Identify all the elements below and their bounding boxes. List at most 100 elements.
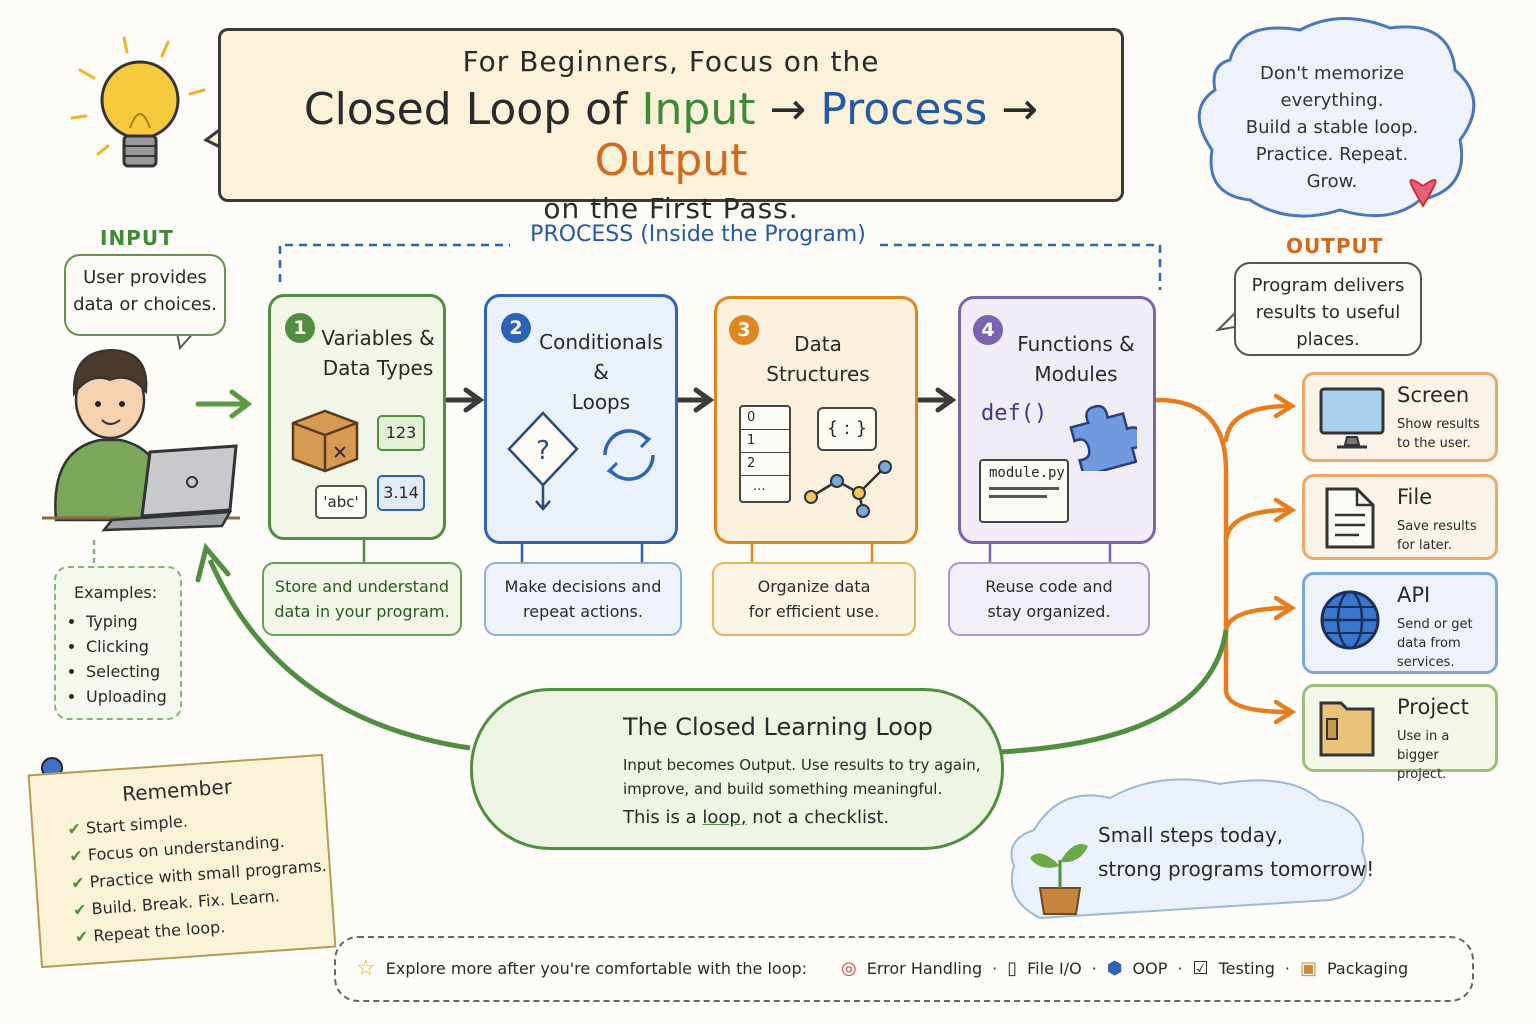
float-chip: 3.14 bbox=[377, 475, 425, 511]
cube-icon: ⬢ bbox=[1106, 958, 1123, 979]
small-steps-line: strong programs tomorrow! bbox=[1098, 857, 1375, 881]
check-circle-icon: ✔ bbox=[70, 872, 91, 893]
desc-line: stay organized. bbox=[987, 602, 1111, 621]
output-card-title: API bbox=[1397, 583, 1431, 607]
output-card-title: Screen bbox=[1397, 383, 1470, 407]
loop-line: improve, and build something meaningful. bbox=[623, 780, 943, 798]
step-1-description: Store and understand data in your progra… bbox=[262, 562, 462, 636]
loop-emphasis-c: not a checklist. bbox=[752, 807, 890, 828]
footer-topic-packaging[interactable]: Packaging bbox=[1326, 959, 1409, 978]
output-desc-line: Use in a bigger bbox=[1397, 729, 1450, 763]
loop-emphasis: This is a loop, not a checklist. bbox=[623, 807, 889, 828]
desc-line: Reuse code and bbox=[985, 577, 1113, 596]
advice-line: Practice. Repeat. bbox=[1255, 144, 1409, 165]
title-prefix: Closed Loop of bbox=[303, 84, 628, 135]
arrow-input-to-step1 bbox=[195, 389, 253, 419]
desc-line: repeat actions. bbox=[523, 602, 643, 621]
footer-lead: Explore more after you're comfortable wi… bbox=[385, 959, 808, 978]
module-file-icon: module.py bbox=[979, 459, 1069, 523]
footer-separator: · bbox=[992, 959, 998, 978]
array-index: 0 bbox=[741, 407, 789, 430]
remember-item-text: Repeat the loop. bbox=[92, 917, 226, 946]
output-card-title: File bbox=[1397, 485, 1433, 509]
output-desc-line: Show results bbox=[1397, 417, 1480, 432]
advice-line: everything. bbox=[1280, 90, 1384, 111]
remember-note: Remember ✔ Start simple. ✔ Focus on unde… bbox=[27, 753, 337, 969]
check-circle-icon: ✔ bbox=[72, 899, 93, 920]
decision-question-mark: ? bbox=[536, 436, 550, 466]
loop-line: Input becomes Output. Use results to try… bbox=[623, 756, 981, 774]
loop-title: The Closed Learning Loop bbox=[623, 713, 933, 741]
small-steps-line: Small steps today, bbox=[1098, 823, 1284, 847]
title-line-3: on the First Pass. bbox=[543, 192, 799, 225]
process-bracket bbox=[278, 243, 1162, 290]
puzzle-piece-icon bbox=[1069, 404, 1137, 471]
title-word-input: Input bbox=[641, 84, 756, 135]
example-item: Uploading bbox=[86, 684, 180, 709]
heart-icon bbox=[1409, 179, 1437, 208]
step-title-line: Structures bbox=[766, 362, 870, 386]
array-list-icon: 0 1 2 ... bbox=[739, 405, 791, 503]
output-label: OUTPUT bbox=[1286, 234, 1384, 258]
examples-box: Examples: Typing Clicking Selecting Uplo… bbox=[54, 566, 182, 720]
output-card-api[interactable]: API Send or get data from services. bbox=[1302, 572, 1498, 674]
step-title-line: Data bbox=[794, 332, 842, 356]
example-item: Typing bbox=[86, 609, 180, 634]
examples-title: Examples: bbox=[74, 583, 158, 602]
step-title: Functions & Modules bbox=[1005, 329, 1147, 389]
step-number: 3 bbox=[729, 315, 759, 345]
output-bubble-line: places. bbox=[1296, 329, 1360, 350]
loop-emphasis-a: This is a bbox=[623, 807, 697, 828]
title-line-1: For Beginners, Focus on the bbox=[462, 45, 880, 78]
small-steps-text: Small steps today, strong programs tomor… bbox=[1098, 818, 1374, 886]
step-arrows bbox=[441, 387, 957, 413]
array-index: 1 bbox=[741, 430, 789, 453]
output-card-project[interactable]: Project Use in a bigger project. bbox=[1302, 684, 1498, 782]
footer-topic-testing[interactable]: Testing bbox=[1218, 959, 1275, 978]
document-icon: ▯ bbox=[1007, 958, 1018, 979]
output-desc-line: data from bbox=[1397, 636, 1461, 651]
footer-separator: · bbox=[1284, 959, 1290, 978]
desc-line: Organize data bbox=[757, 577, 871, 596]
step-title-line: Modules bbox=[1034, 362, 1118, 386]
def-function-label: def() bbox=[981, 401, 1048, 426]
sprout-plant-icon bbox=[1030, 844, 1088, 915]
output-card-screen[interactable]: Screen Show results to the user. bbox=[1302, 372, 1498, 462]
examples-list: Typing Clicking Selecting Uploading bbox=[56, 609, 180, 709]
step-data-structures[interactable]: 3 Data Structures 0 1 2 ... { : } bbox=[714, 296, 918, 544]
output-arrows bbox=[1151, 393, 1297, 725]
folder-icon bbox=[1319, 701, 1375, 757]
remember-list: ✔ Start simple. ✔ Focus on understanding… bbox=[33, 798, 334, 953]
graph-nodes-icon bbox=[804, 460, 892, 518]
advice-line: Build a stable loop. bbox=[1245, 117, 1419, 138]
lightbulb-icon bbox=[70, 36, 206, 168]
output-card-desc: Use in a bigger project. bbox=[1397, 727, 1495, 784]
checkbox-icon: ☑ bbox=[1192, 958, 1209, 979]
step-title: Variables & Data Types bbox=[317, 323, 439, 383]
step-number: 4 bbox=[973, 315, 1003, 345]
package-box-icon: ▣ bbox=[1299, 958, 1317, 979]
laptop-icon bbox=[101, 444, 238, 532]
step-conditionals-loops[interactable]: 2 Conditionals & Loops ? bbox=[484, 294, 678, 544]
title-word-process: Process bbox=[820, 84, 988, 135]
remember-item-text: Start simple. bbox=[85, 811, 189, 838]
step-variables-data-types[interactable]: 1 Variables & Data Types 123 3.14 'abc' bbox=[268, 294, 446, 540]
step-title-line: Loops bbox=[571, 390, 631, 414]
step-title-line: Data Types bbox=[322, 356, 434, 380]
star-icon: ☆ bbox=[356, 956, 376, 981]
small-steps-cloud bbox=[1010, 778, 1367, 920]
title-box: For Beginners, Focus on the Closed Loop … bbox=[218, 28, 1124, 225]
output-bubble-line: results to useful bbox=[1255, 302, 1401, 323]
footer-topic-oop[interactable]: OOP bbox=[1132, 959, 1168, 978]
step-functions-modules[interactable]: 4 Functions & Modules def() module.py bbox=[958, 296, 1156, 544]
title-word-output: Output bbox=[594, 135, 748, 186]
advice-line: Grow. bbox=[1306, 171, 1358, 192]
check-circle-icon: ✔ bbox=[74, 926, 95, 947]
decision-diamond-icon: ? bbox=[507, 411, 579, 511]
footer-topic-error-handling[interactable]: Error Handling bbox=[866, 959, 983, 978]
array-index: 2 bbox=[741, 453, 789, 476]
output-card-file[interactable]: File Save results for later. bbox=[1302, 474, 1498, 560]
footer-topic-file-io[interactable]: File I/O bbox=[1027, 959, 1082, 978]
desc-line: data in your program. bbox=[274, 602, 450, 621]
loop-body: Input becomes Output. Use results to try… bbox=[623, 753, 981, 801]
